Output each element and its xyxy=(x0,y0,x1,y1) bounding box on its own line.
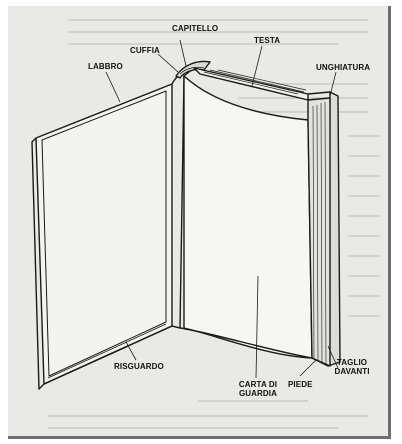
scanned-page: CAPITELLO CUFFIA TESTA LABBRO UNGHIATURA… xyxy=(8,6,391,439)
front-cover xyxy=(35,83,173,385)
label-cuffia: CUFFIA xyxy=(130,46,160,55)
label-carta-line2: GUARDIA xyxy=(238,389,278,398)
label-testa: TESTA xyxy=(254,36,281,45)
book-drawing xyxy=(31,60,341,390)
label-taglio-line2: DAVANTI xyxy=(334,367,370,376)
book-anatomy-diagram xyxy=(31,19,380,429)
label-unghiatura: UNGHIATURA xyxy=(316,63,371,72)
label-taglio-davanti: TAGLIO DAVANTI xyxy=(328,358,376,376)
pastedown-panel xyxy=(41,90,167,377)
label-carta-line1: CARTA DI xyxy=(238,380,278,389)
label-risguardo: RISGUARDO xyxy=(114,362,164,371)
label-carta-di-guardia: CARTA DI GUARDIA xyxy=(234,380,282,398)
flyleaf xyxy=(183,75,313,359)
label-taglio-line1: TAGLIO xyxy=(336,358,368,367)
leader-lines xyxy=(105,39,339,379)
label-labbro: LABBRO xyxy=(88,62,123,71)
fore-edge xyxy=(307,97,331,367)
label-piede: PIEDE xyxy=(288,380,313,389)
label-capitello: CAPITELLO xyxy=(172,24,219,33)
